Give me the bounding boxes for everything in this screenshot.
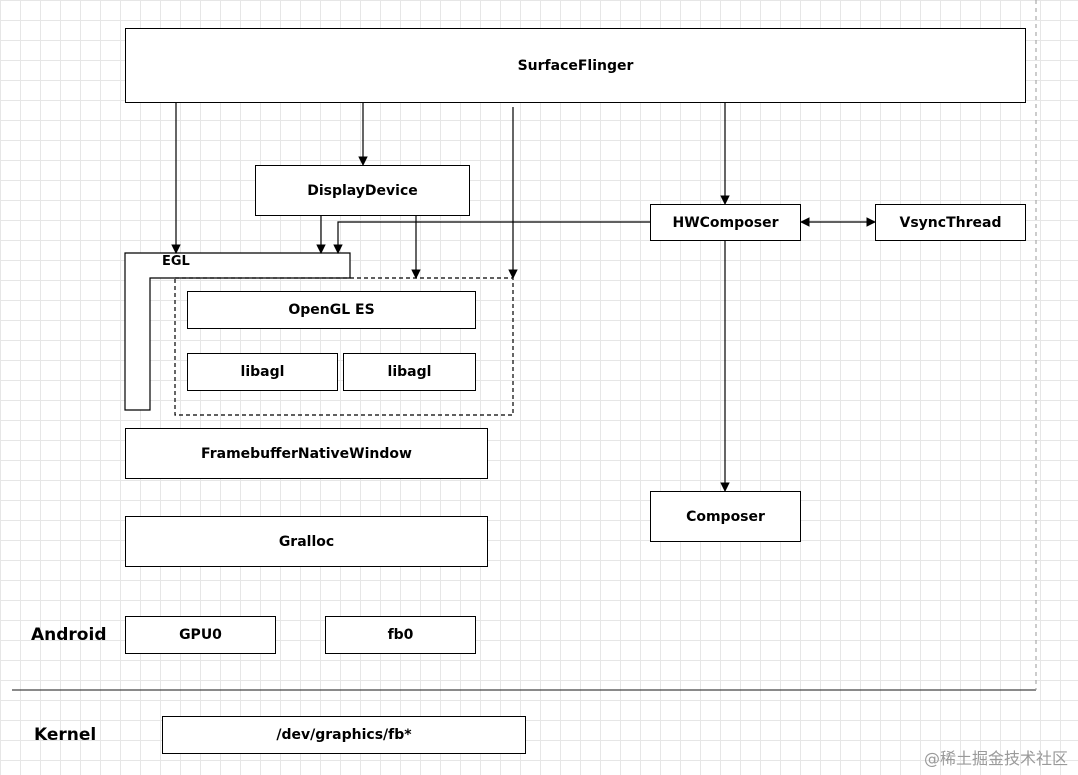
dev-graphics-fb-box: /dev/graphics/fb* [162,716,526,754]
libagl-right-box: libagl [343,353,476,391]
gralloc-box: Gralloc [125,516,488,567]
opengl-es-box: OpenGL ES [187,291,476,329]
fb0-box: fb0 [325,616,476,654]
libagl-left-box: libagl [187,353,338,391]
hwcomposer-box: HWComposer [650,204,801,241]
gpu0-box: GPU0 [125,616,276,654]
watermark: @稀土掘金技术社区 [923,749,1068,768]
composer-box: Composer [650,491,801,542]
android-layer-label: Android [31,625,107,645]
arrow-hwcomposer-to-egl [333,221,650,254]
framebuffer-native-window-box: FramebufferNativeWindow [125,428,488,479]
egl-label: EGL [162,254,190,269]
gl-dashed-container [174,277,514,416]
surfaceflinger-box: SurfaceFlinger [125,28,1026,103]
vsyncthread-box: VsyncThread [875,204,1026,241]
displaydevice-box: DisplayDevice [255,165,470,216]
kernel-layer-label: Kernel [34,725,97,745]
egl-frame [124,252,351,411]
